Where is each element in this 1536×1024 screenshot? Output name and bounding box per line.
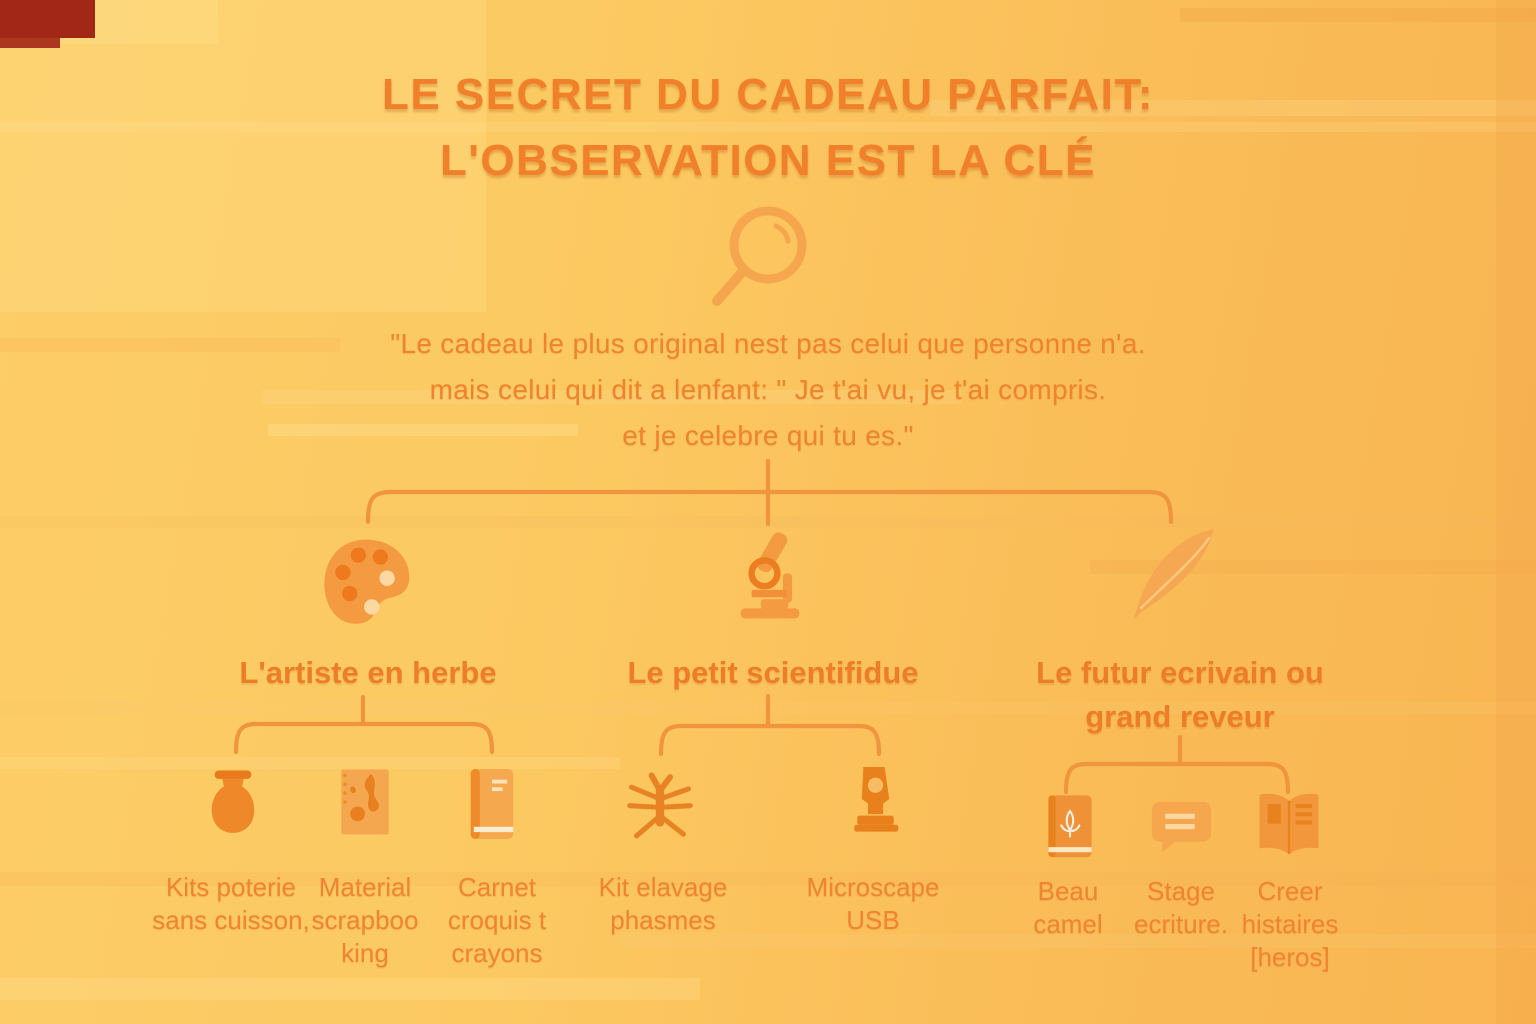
title-line-1: LE SECRET DU CADEAU PARFAIT: (381, 70, 1155, 119)
background-light-panel (0, 0, 486, 312)
usb-microscope-icon (836, 756, 912, 848)
stick-insect-icon (618, 760, 702, 848)
fancy-notebook-icon (1034, 786, 1106, 868)
speech-bubble-icon (1143, 788, 1217, 866)
page-title: LE SECRET DU CADEAU PARFAIT: L'OBSERVATI… (0, 62, 1536, 194)
quote-line-2: mais celui qui dit a lenfant: " Je t'ai … (429, 374, 1107, 405)
open-book-icon (1248, 786, 1330, 868)
palette-icon (318, 534, 414, 630)
branch-label-ecrivain: Le futur ecrivain ou grand reveur (1036, 655, 1324, 734)
glitch-red-corner (0, 0, 95, 38)
item-label-stage-ecriture: Stage ecriture. (1134, 876, 1228, 939)
branch-label-artiste: L'artiste en herbe (239, 655, 497, 690)
item-label-carnet-croquis: Carnet croquis t crayons (447, 872, 547, 968)
item-label-microscope-usb: Microscape USB (806, 872, 940, 935)
quote: "Le cadeau le plus original nest pas cel… (0, 321, 1536, 459)
microscope-icon (724, 528, 816, 626)
item-label-creer-histoires: Creer histaires [heros] (1241, 876, 1339, 972)
magnifier-icon (700, 200, 830, 315)
feather-icon (1124, 520, 1226, 624)
quote-line-3: et je celebre qui tu es." (622, 420, 914, 451)
glitch-red-corner (0, 38, 60, 48)
scrapbook-icon (328, 760, 402, 844)
sketchbook-icon (454, 762, 530, 846)
title-line-2: L'OBSERVATION EST LA CLÉ (440, 136, 1096, 185)
item-label-kit-elevage: Kit elavage phasmes (598, 872, 728, 935)
item-label-material-scrapbooking: Material scrapboo king (311, 872, 419, 968)
item-label-beau-carnet: Beau camel (1033, 876, 1103, 939)
branch-label-scientifique: Le petit scientifidue (627, 655, 919, 690)
item-label-kits-poterie: Kits poterie sans cuisson, (152, 872, 310, 935)
pottery-vase-icon (195, 763, 271, 845)
quote-line-1: "Le cadeau le plus original nest pas cel… (390, 328, 1146, 359)
